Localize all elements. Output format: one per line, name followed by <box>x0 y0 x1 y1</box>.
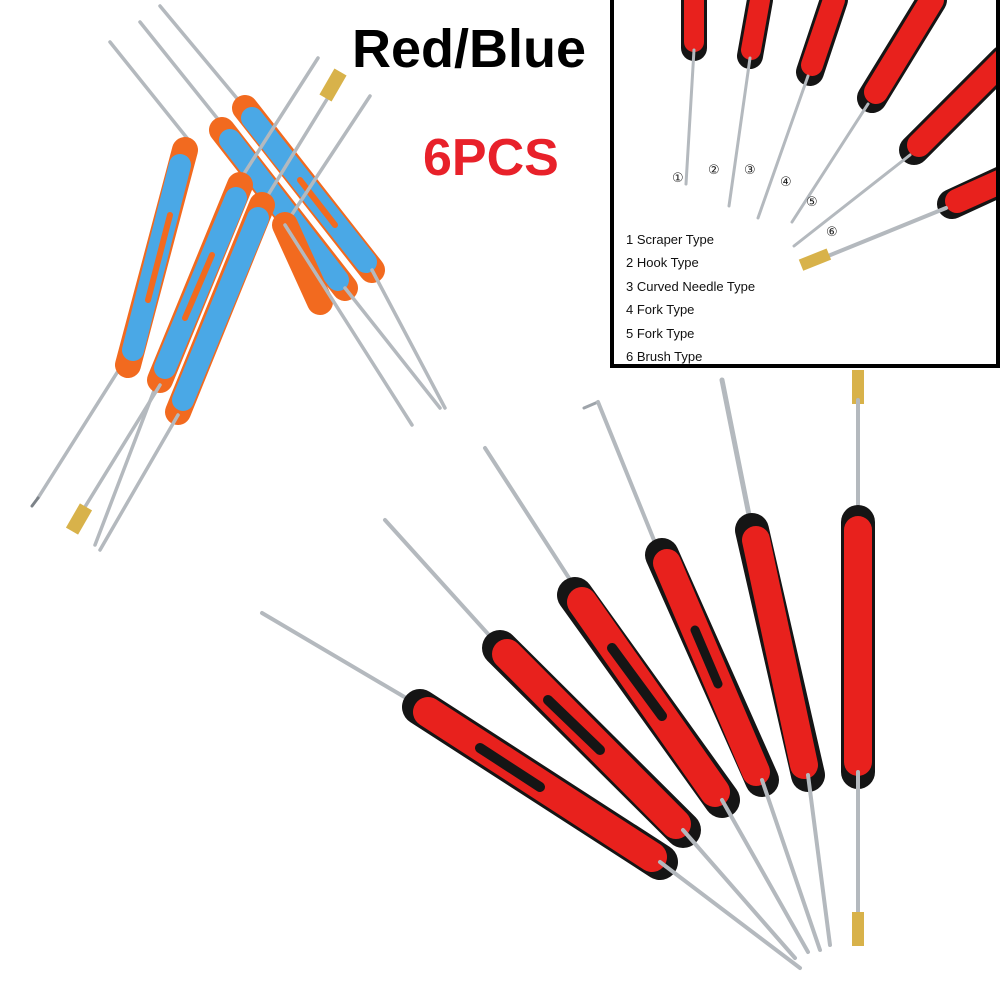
blue-tool-group <box>30 4 447 552</box>
legend-item: 6 Brush Type <box>626 348 703 364</box>
marker-4: ④ <box>780 175 792 190</box>
product-title: Red/Blue <box>352 19 587 79</box>
marker-5: ⑤ <box>806 195 818 210</box>
piece-count-label: 6PCS <box>423 129 559 187</box>
legend-item: 3 Curved Needle Type <box>626 278 756 294</box>
marker-3: ③ <box>744 163 756 178</box>
legend-item: 4 Fork Type <box>626 302 695 318</box>
tool-type-legend: 1 Scraper Type 2 Hook Type 3 Curved Need… <box>626 228 756 364</box>
tool-types-inset: ① ② ③ ④ ⑤ ⑥ 1 Scraper Type 2 Hook Type 3… <box>610 0 1000 368</box>
legend-item: 2 Hook Type <box>626 255 699 271</box>
marker-1: ① <box>672 171 684 186</box>
legend-item: 1 Scraper Type <box>626 232 714 247</box>
tool-tips-illustration <box>681 0 996 271</box>
marker-6: ⑥ <box>826 225 838 240</box>
marker-2: ② <box>708 163 720 178</box>
legend-item: 5 Fork Type <box>626 325 695 341</box>
red-tool-group <box>260 370 875 970</box>
